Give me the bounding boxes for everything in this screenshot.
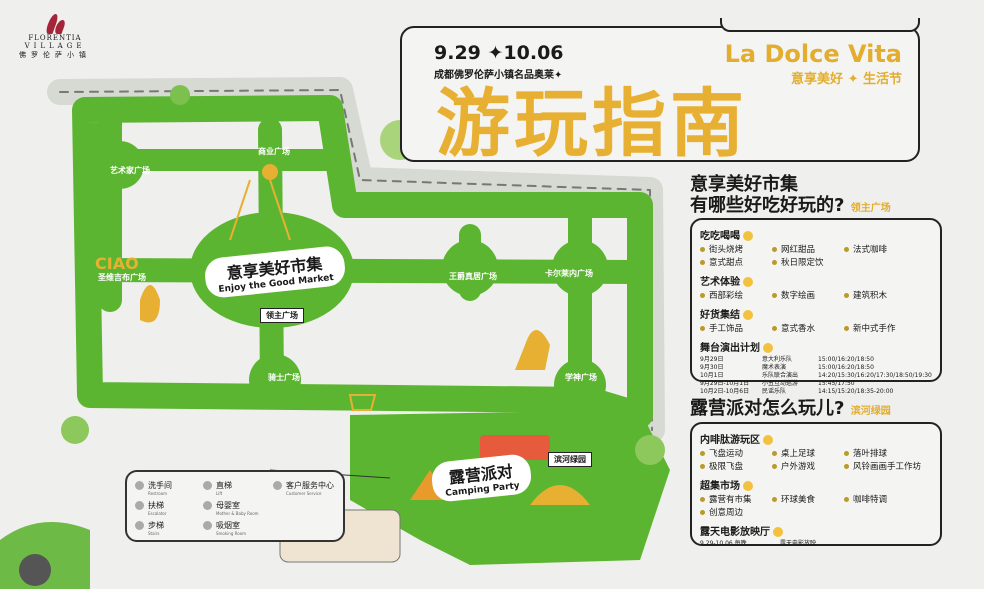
mother-baby-icon [203, 501, 212, 510]
wheel-icon [19, 554, 51, 586]
emoji-icon [743, 310, 753, 320]
stairs-icon [135, 521, 144, 530]
plaza-label: 艺术家广场 [110, 166, 150, 175]
tree-icon [170, 85, 190, 105]
tree-icon [635, 435, 665, 465]
tree-icon [61, 416, 89, 444]
escalator-icon [135, 501, 144, 510]
tent-icon [530, 485, 590, 505]
smoking-icon [203, 521, 212, 530]
market-section-title: 意享美好市集 有哪些好吃好玩的? 领主广场 [690, 174, 891, 216]
venue: 成都佛罗伦萨小镇名品奥莱✦ [434, 70, 563, 81]
page-title: 游玩指南 [436, 81, 748, 167]
plaza-label: 学神广场 [565, 373, 597, 382]
camping-panel: 内啡肽游玩区 飞盘运动桌上足球落叶排球极限飞盘户外游戏风铃画画手工作坊 超集市场… [690, 422, 942, 547]
restroom-icon [135, 481, 144, 490]
event-dates: 9.29 ✦10.06 [434, 42, 564, 64]
market-location-tag: 领主广场 [260, 308, 304, 323]
sun-sculpture-icon [262, 164, 278, 180]
cart-icon [348, 394, 377, 411]
location-pin-label: 滨河绿园 [850, 406, 891, 417]
lift-icon [203, 481, 212, 490]
event-name-cn: 意享美好 ✦ 生活节 [791, 72, 902, 87]
plaza-label: 王爵真居广场 [449, 272, 497, 281]
title-card: 9.29 ✦10.06 成都佛罗伦萨小镇名品奥莱✦ La Dolce Vita … [400, 18, 920, 167]
service-icon [273, 481, 282, 490]
emoji-icon [743, 277, 753, 287]
emoji-icon [763, 343, 773, 353]
leaf-icon [515, 330, 550, 370]
camping-section-title: 露营派对怎么玩儿? 滨河绿园 [690, 398, 891, 419]
leaf-icon [140, 285, 160, 323]
plaza-label: 圣维吉布广场 [98, 273, 146, 282]
emoji-icon [763, 435, 773, 445]
camping-location-tag: 滨河绿园 [548, 452, 592, 467]
ciao-logo: CIAO [95, 254, 139, 273]
plaza-label: 骑士广场 [268, 373, 300, 382]
event-name-en: La Dolce Vita [724, 40, 902, 68]
plaza-label: 卡尔莱内广场 [545, 269, 593, 278]
market-panel: 吃吃喝喝 街头烧烤网红甜品法式咖啡意式甜点秋日限定饮 艺术体验 西部彩绘数字绘画… [690, 218, 942, 395]
plaza-label: 商业广场 [258, 147, 290, 156]
emoji-icon [773, 527, 783, 537]
emoji-icon [743, 231, 753, 241]
food-truck-icon [480, 435, 550, 460]
location-pin-label: 领主广场 [850, 203, 891, 214]
outer-walkway [72, 95, 653, 428]
florentia-logo: FLORENTIA VILLAGE 佛罗伦萨小镇 [14, 14, 96, 60]
emoji-icon [743, 481, 753, 491]
